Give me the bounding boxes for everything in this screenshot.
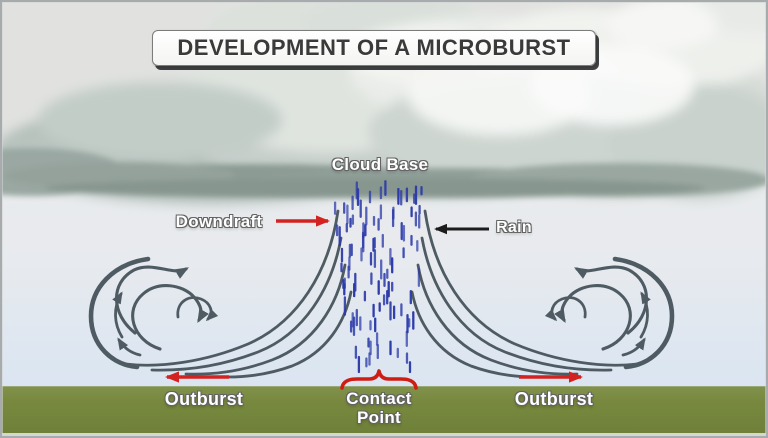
outburst-left-label: Outburst [164, 389, 244, 409]
contact-point-line2: Point [356, 408, 401, 427]
rain-dashes [333, 180, 423, 374]
outflow-curves-left [88, 209, 353, 379]
contact-point-brace [340, 369, 418, 390]
title-banner: DEVELOPMENT OF A MICROBURST [152, 30, 596, 66]
cloud-base-label: Cloud Base [331, 155, 429, 174]
outburst-right-label: Outburst [514, 389, 594, 409]
page-title: DEVELOPMENT OF A MICROBURST [177, 35, 571, 60]
outflow-curves-right [412, 211, 672, 377]
cloud-base-shadow [0, 148, 768, 198]
rain-label: Rain [496, 219, 532, 236]
downdraft-label: Downdraft [175, 212, 263, 231]
contact-point-label: Contact Point [346, 389, 411, 427]
contact-point-line1: Contact [346, 389, 412, 408]
ground [0, 386, 768, 433]
